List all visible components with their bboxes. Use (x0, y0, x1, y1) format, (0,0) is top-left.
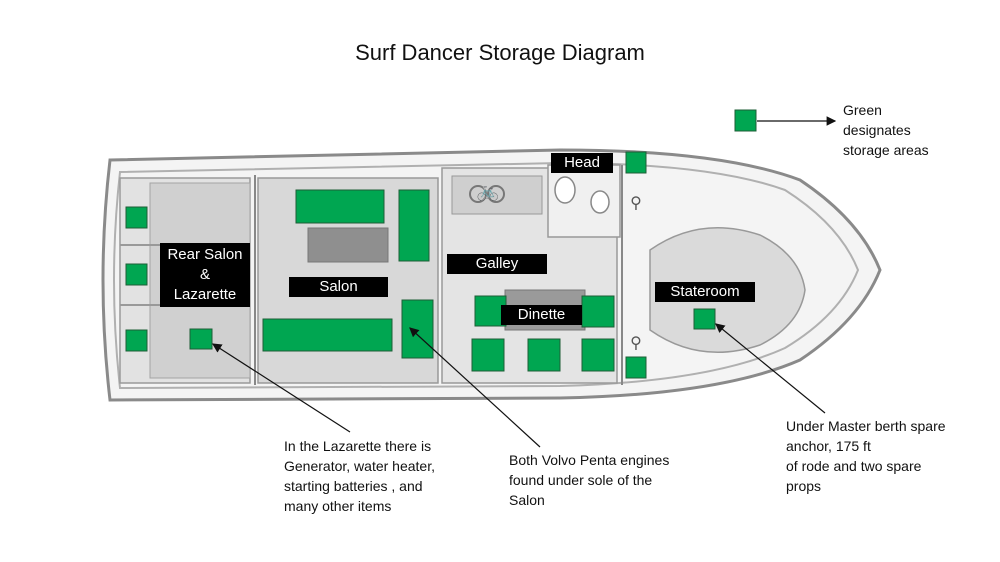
hull-inner-line (113, 161, 860, 390)
storage-area-head-locker (625, 151, 647, 174)
label-stateroom: Stateroom (655, 282, 755, 302)
storage-area-dinette-bottom-3 (581, 338, 615, 372)
galley-burner-1 (469, 185, 487, 203)
storage-area-transom-middle (125, 263, 148, 286)
storage-area-stateroom (693, 308, 716, 330)
storage-area-transom-bottom (125, 329, 148, 352)
storage-area-forward-locker (625, 356, 647, 379)
legend-text: Green designates storage areas (843, 102, 929, 158)
storage-area-salon-tall (398, 189, 430, 262)
label-rear-salon: Rear Salon & Lazarette (160, 243, 250, 307)
storage-area-lazarette (189, 328, 213, 350)
galley-counter (451, 175, 543, 215)
salon-sofa (307, 227, 389, 263)
hanger-icon-lower: ⚲ (630, 335, 642, 352)
legend-swatch (734, 109, 757, 132)
hanger-icon-upper: ⚲ (630, 195, 642, 212)
label-galley: Galley (447, 254, 547, 274)
galley-burner-2 (487, 185, 505, 203)
storage-area-transom-top (125, 206, 148, 229)
storage-area-salon-upper (295, 189, 385, 224)
storage-area-dinette-left (474, 295, 507, 327)
storage-area-dinette-bottom-2 (527, 338, 561, 372)
note-lazarette: In the Lazarette there is Generator, wat… (284, 438, 435, 514)
label-salon: Salon (289, 277, 388, 297)
head-sink (590, 190, 610, 214)
arrow-lazarette (211, 343, 351, 433)
note-engines: Both Volvo Penta engines found under sol… (509, 452, 670, 508)
arrow-stateroom (715, 323, 826, 414)
note-stateroom: Under Master berth spare anchor, 175 ft … (786, 418, 946, 494)
storage-areas (125, 109, 757, 379)
storage-area-dinette-right (581, 295, 615, 328)
bicycle-icon: 🚲 (477, 181, 499, 201)
storage-area-salon-side (401, 299, 434, 359)
label-dinette: Dinette (501, 305, 582, 325)
storage-area-salon-lower (262, 318, 393, 352)
arrow-engines (409, 327, 541, 448)
storage-area-dinette-bottom-1 (471, 338, 505, 372)
head-toilet (554, 176, 576, 204)
diagram-title: Surf Dancer Storage Diagram (355, 40, 645, 65)
label-head: Head (551, 153, 613, 173)
